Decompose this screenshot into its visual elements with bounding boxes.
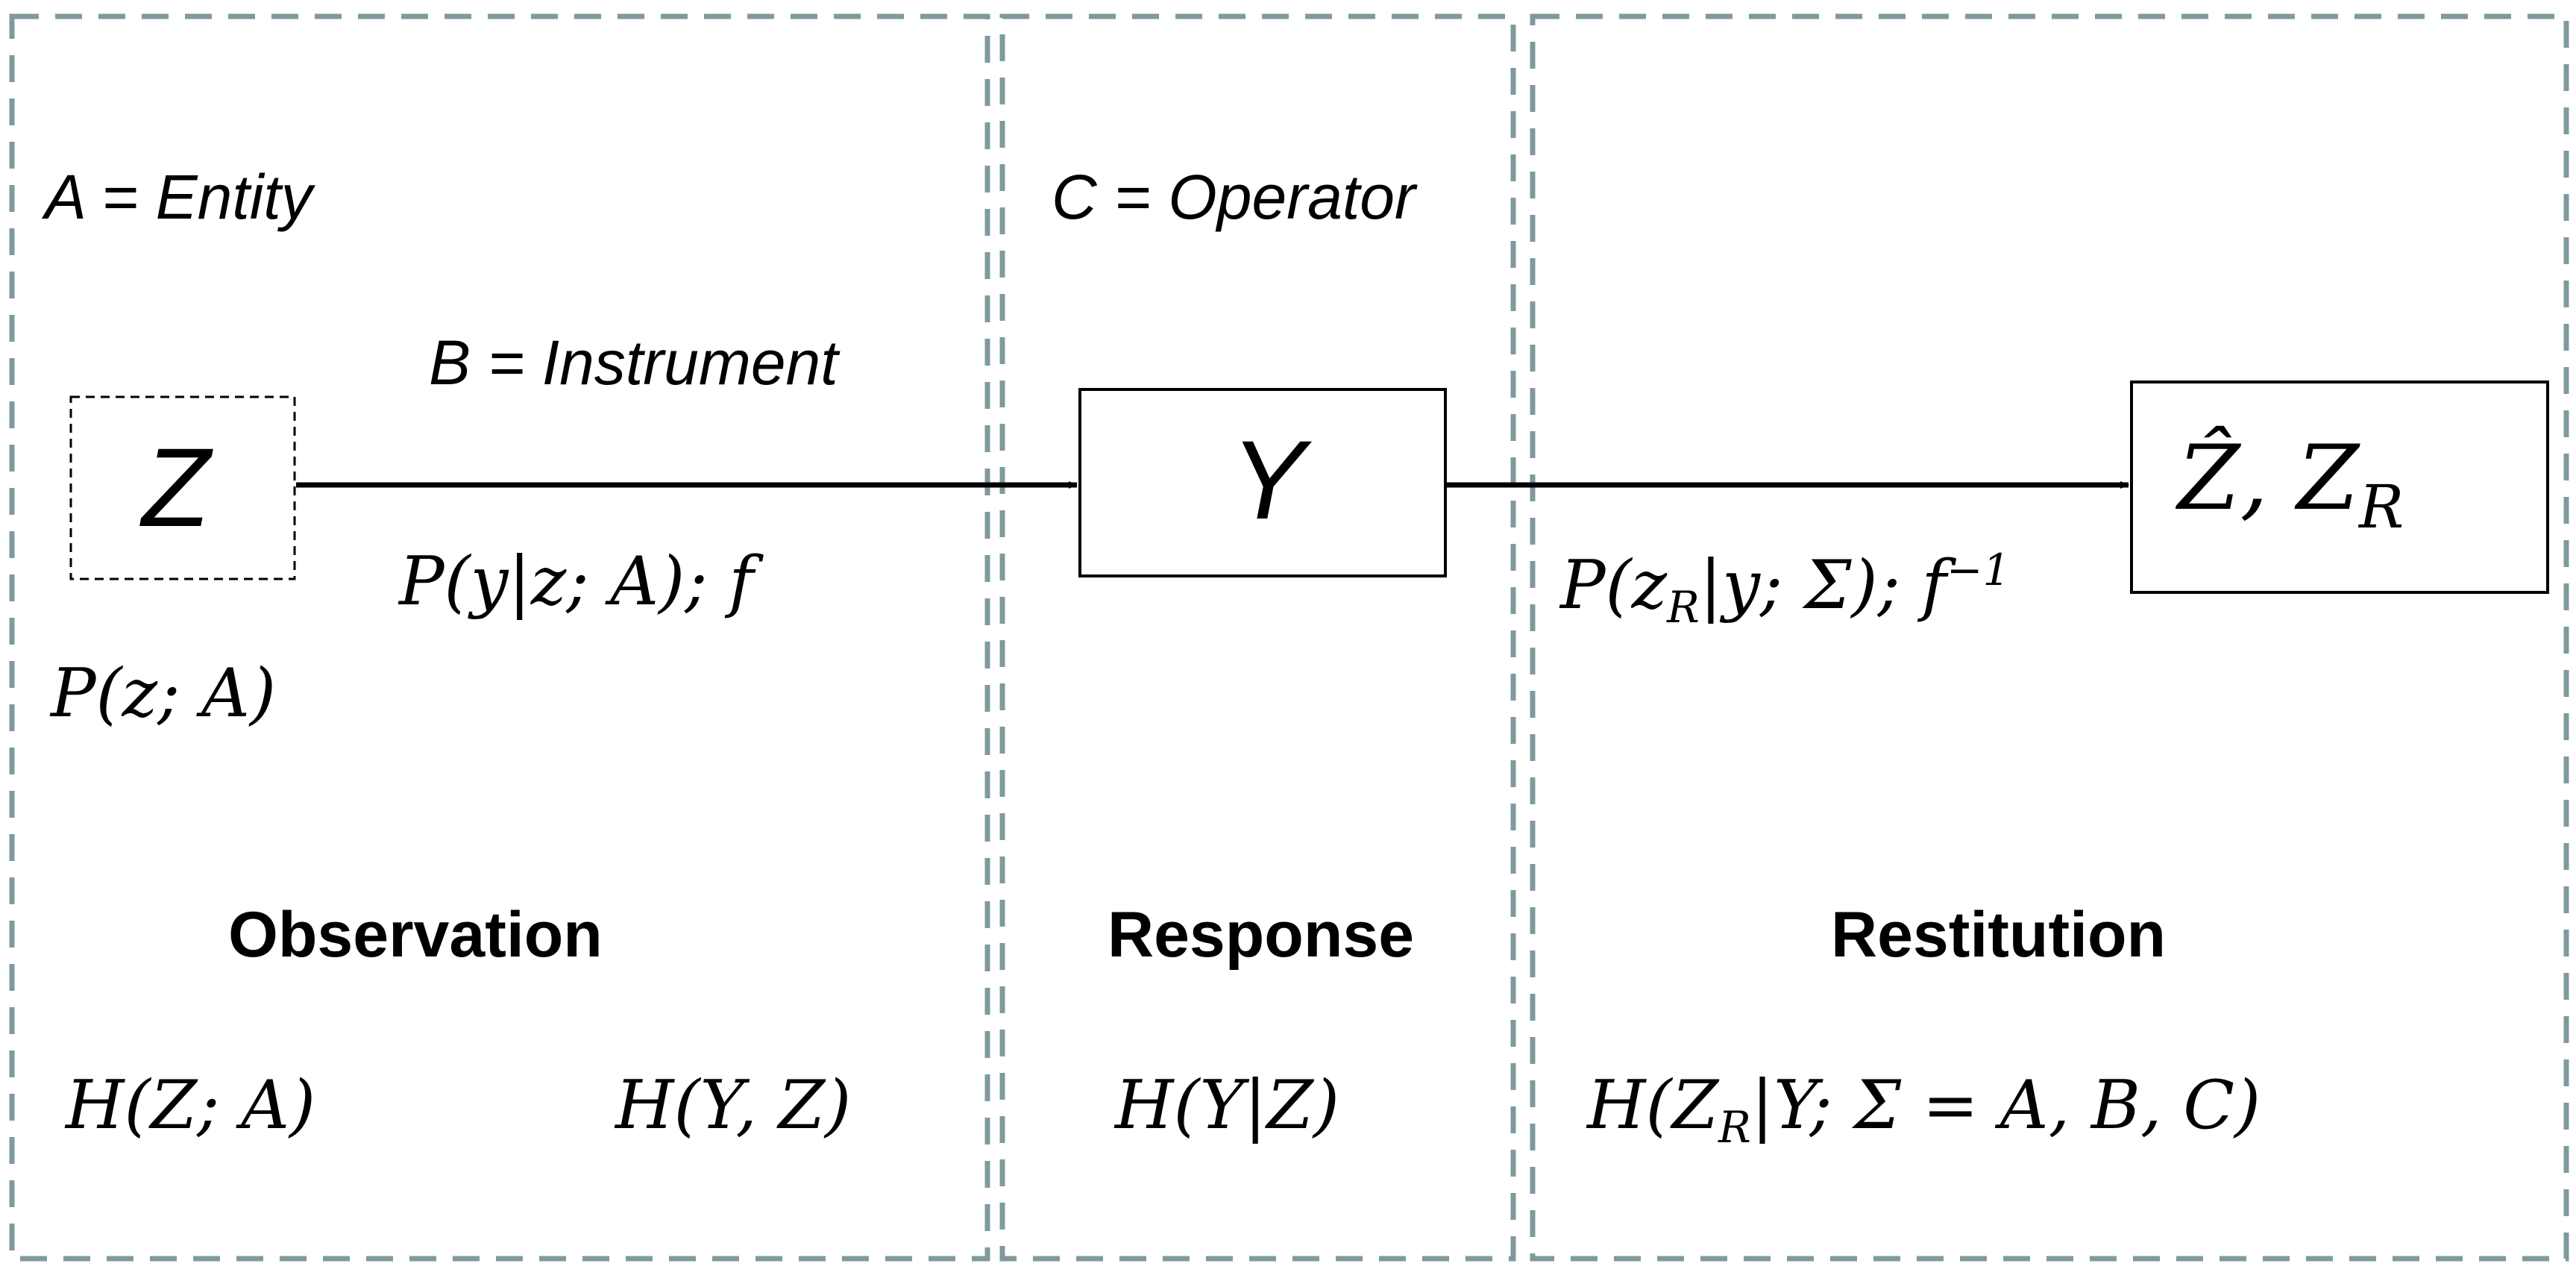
node-z-box bbox=[69, 395, 296, 580]
restitution-panel bbox=[1530, 13, 2569, 1262]
posterior-formula: P(zR|y; Σ); f−1 bbox=[1560, 545, 2011, 633]
node-zhat-box bbox=[2130, 380, 2549, 594]
node-zhat-label: Ẑ, ZR bbox=[2178, 427, 2404, 542]
observation-panel bbox=[9, 13, 990, 1262]
response-heading: Response bbox=[1108, 899, 1415, 971]
response-panel bbox=[999, 13, 1516, 1262]
conditional-entropy: H(Y|Z) bbox=[1115, 1066, 1339, 1144]
restitution-entropy: H(ZR|Y; Σ = A, B, C) bbox=[1587, 1066, 2261, 1153]
node-y-label: Y bbox=[1231, 417, 1306, 542]
restitution-heading: Restitution bbox=[1831, 899, 2167, 971]
node-y-box bbox=[1078, 388, 1447, 577]
likelihood-formula: P(y|z; A); f bbox=[399, 542, 754, 621]
operator-label: C = Operator bbox=[1052, 162, 1416, 232]
entropy-observation: H(Z; A) bbox=[66, 1066, 316, 1144]
prior-formula: P(z; A) bbox=[51, 654, 277, 733]
joint-entropy: H(Y, Z) bbox=[615, 1066, 852, 1144]
observation-heading: Observation bbox=[228, 899, 603, 971]
instrument-label: B = Instrument bbox=[429, 328, 838, 398]
entity-label: A = Entity bbox=[45, 162, 312, 232]
node-z-label: Z bbox=[142, 425, 210, 550]
